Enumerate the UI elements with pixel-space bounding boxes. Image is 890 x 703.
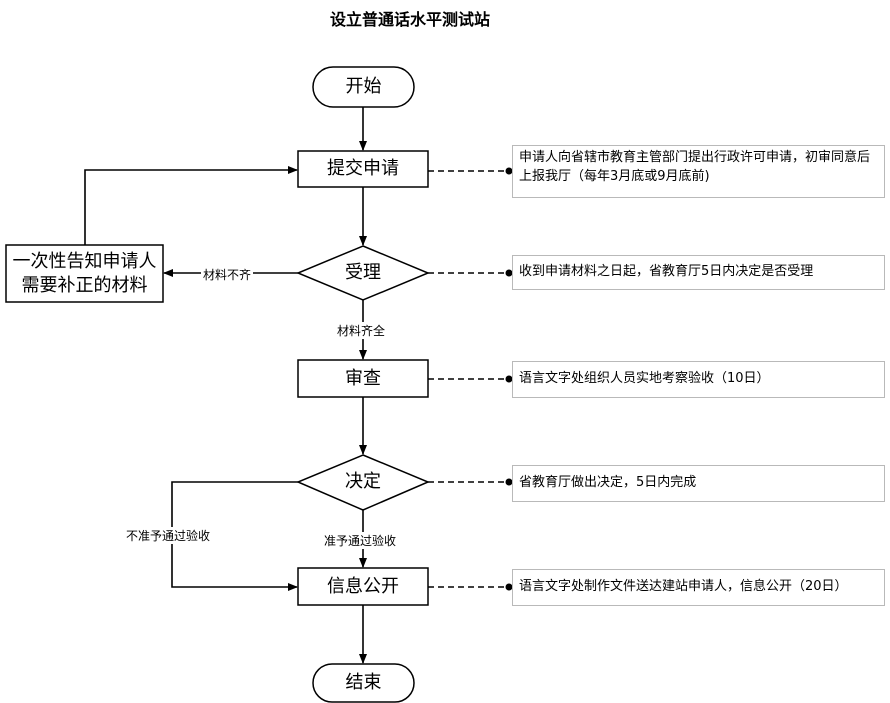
start-label: 开始 bbox=[345, 76, 382, 98]
note-publish: 语言文字处制作文件送达建站申请人，信息公开（20日） bbox=[512, 569, 885, 606]
end-label: 结束 bbox=[345, 672, 382, 694]
note-dot-publish bbox=[505, 583, 513, 591]
review-label: 审查 bbox=[345, 367, 381, 389]
note-review: 语言文字处组织人员实地考察验收（10日） bbox=[512, 361, 885, 398]
edge-label-complete: 材料齐全 bbox=[335, 322, 388, 339]
edge-notify-submit bbox=[84, 166, 298, 245]
edge-label-incomplete: 材料不齐 bbox=[201, 266, 254, 283]
review-box bbox=[297, 359, 429, 398]
note-dot-decide bbox=[505, 478, 513, 486]
accept-label: 受理 bbox=[345, 262, 381, 284]
submit-box bbox=[297, 150, 429, 188]
edge-label-approve: 准予通过验收 bbox=[322, 532, 399, 549]
page-title: 设立普通话水平测试站 bbox=[329, 10, 490, 29]
note-dot-accept bbox=[505, 269, 513, 277]
note-decide: 省教育厅做出决定，5日内完成 bbox=[512, 465, 885, 502]
end-terminator bbox=[312, 663, 415, 703]
publish-label: 信息公开 bbox=[327, 575, 399, 597]
note-submit: 申请人向省辖市教育主管部门提出行政许可申请，初审同意后上报我厅（每年3月底或9月… bbox=[512, 145, 885, 198]
note-dot-review bbox=[505, 375, 513, 383]
note-dot-submit bbox=[505, 167, 513, 175]
decide-label: 决定 bbox=[345, 471, 381, 493]
submit-label: 提交申请 bbox=[327, 158, 399, 180]
notify-label: 一次性告知申请人需要补正的材料 bbox=[12, 251, 157, 296]
note-accept: 收到申请材料之日起，省教育厅5日内决定是否受理 bbox=[512, 255, 885, 290]
edge-label-reject: 不准予通过验收 bbox=[124, 527, 213, 544]
